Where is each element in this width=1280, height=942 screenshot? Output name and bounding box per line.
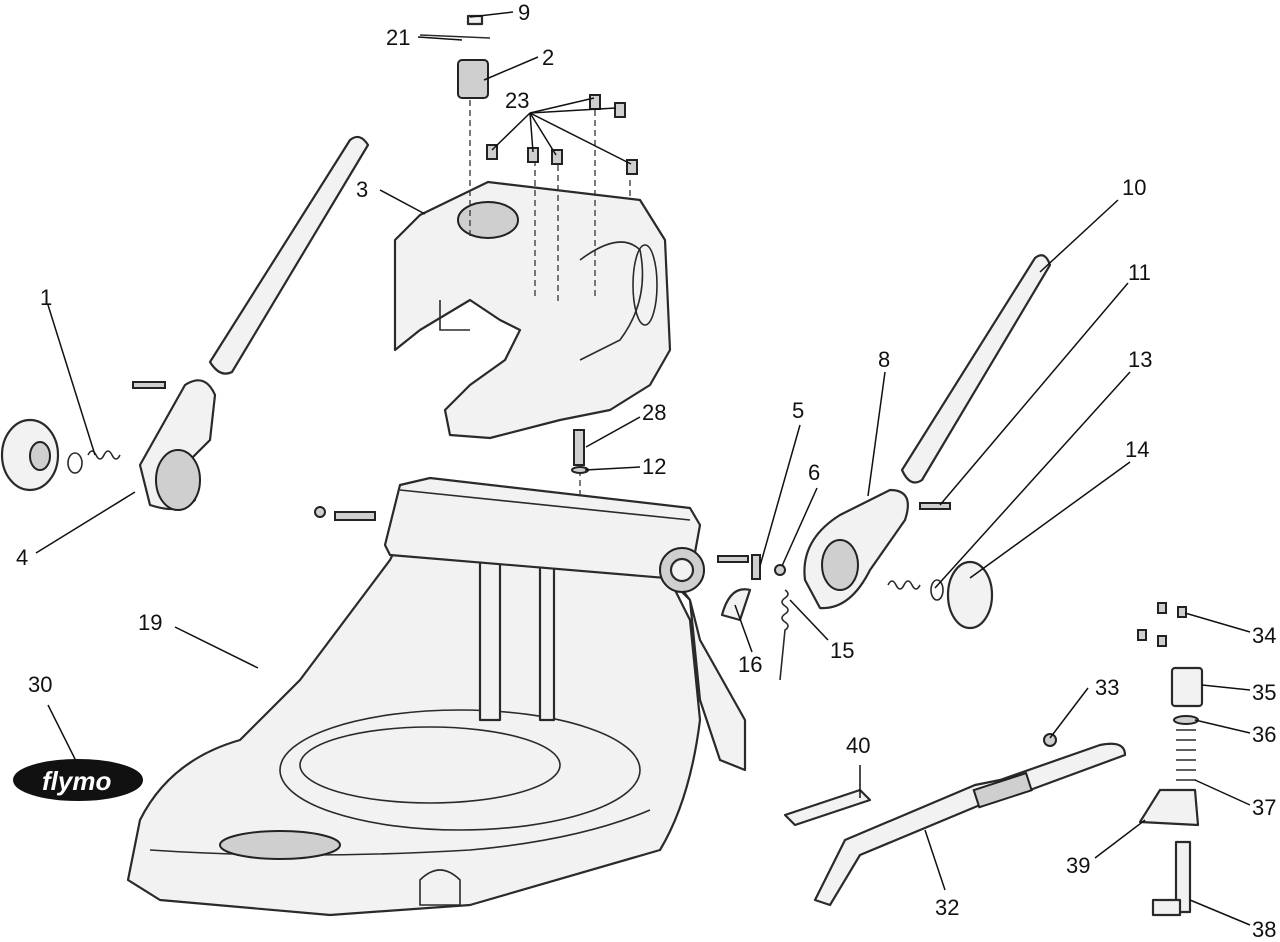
callout-9: 9	[518, 0, 530, 25]
callout-5: 5	[792, 398, 804, 423]
screw-28-part	[571, 429, 589, 474]
right-knob-part	[887, 560, 994, 630]
left-handle-tube-part	[208, 135, 370, 375]
callout-28: 28	[642, 400, 666, 425]
callout-labels: 9 21 2 23 3 1 4 10 11 13 14 8 5 6 28 12 …	[16, 0, 1276, 942]
callout-40: 40	[846, 733, 870, 758]
callout-34: 34	[1252, 623, 1276, 648]
logo-text: flymo	[42, 766, 111, 796]
callout-1: 1	[40, 285, 52, 310]
callout-3: 3	[356, 177, 368, 202]
callout-30: 30	[28, 672, 52, 697]
right-handle-bracket-part	[803, 488, 951, 610]
callout-10: 10	[1122, 175, 1146, 200]
mower-deck-part	[126, 538, 747, 917]
right-small-parts	[1137, 602, 1204, 917]
height-adjust-lever-part	[813, 733, 1127, 907]
callout-2: 2	[542, 45, 554, 70]
leader-lines	[35, 11, 1251, 926]
callout-4: 4	[16, 545, 28, 570]
screw-set-part	[486, 94, 638, 175]
left-handle-bracket-part	[132, 379, 217, 511]
callout-37: 37	[1252, 795, 1276, 820]
right-handle-tube-part	[900, 254, 1052, 484]
handle-cross-bar-part	[383, 476, 705, 593]
motor-cover-part	[393, 180, 672, 440]
callout-38: 38	[1252, 917, 1276, 942]
lever-spring-part	[717, 554, 789, 681]
callout-14: 14	[1125, 437, 1149, 462]
callout-12: 12	[642, 454, 666, 479]
callout-36: 36	[1252, 722, 1276, 747]
callout-19: 19	[138, 610, 162, 635]
callout-21: 21	[386, 25, 410, 50]
callout-23: 23	[505, 88, 529, 113]
callout-8: 8	[878, 347, 890, 372]
left-bolt-part	[314, 506, 376, 521]
callout-32: 32	[935, 895, 959, 920]
callout-16: 16	[738, 652, 762, 677]
callout-11: 11	[1128, 260, 1151, 285]
callout-6: 6	[808, 460, 820, 485]
callout-35: 35	[1252, 680, 1276, 705]
callout-33: 33	[1095, 675, 1119, 700]
label-strip-part	[783, 788, 872, 827]
left-knob-part	[0, 418, 121, 492]
switch-assembly-part	[419, 14, 491, 99]
callout-13: 13	[1128, 347, 1152, 372]
logo-badge-part: flymo	[13, 759, 143, 801]
callout-15: 15	[830, 638, 854, 663]
callout-39: 39	[1066, 853, 1090, 878]
